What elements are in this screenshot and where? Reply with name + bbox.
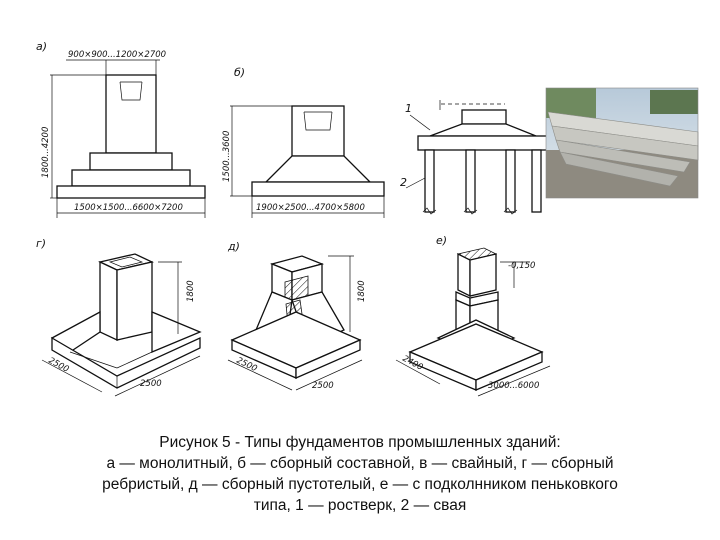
dim-g-front: 2500 (140, 379, 162, 389)
caption-line-2: а — монолитный, б — сборный составной, в… (106, 455, 614, 472)
panel-g-ribbed-foundation: г) 1800 2500 2500 (36, 237, 202, 397)
caption-title: Рисунок 5 - Типы фундаментов промышленны… (159, 434, 561, 451)
dim-a-top: 900×900...1200×2700 (68, 50, 166, 60)
caption-line-4: типа, 1 — ростверк, 2 — свая (253, 497, 467, 514)
foundation-types-drawing: а) 900×900...1200×2700 1800...4200 1500×… (36, 40, 699, 397)
photo-precast-piles (545, 87, 699, 199)
panel-a-monolithic-foundation: а) 900×900...1200×2700 1800...4200 1500×… (36, 40, 206, 218)
panel-label-d: д) (227, 240, 240, 253)
dim-d-front: 2500 (312, 381, 334, 391)
dim-g-height: 1800 (186, 280, 196, 302)
panel-label-b: б) (234, 66, 245, 79)
dim-e-front: 3000...6000 (488, 381, 539, 391)
panel-d-hollow-foundation: д) 1800 2500 2500 (227, 240, 367, 391)
callout-2: 2 (400, 176, 407, 189)
dim-d-height: 1800 (357, 280, 367, 302)
panel-label-g: г) (36, 237, 46, 250)
dim-b-height: 1500...3600 (222, 131, 232, 182)
panel-e-socket-foundation: е) -0,150 2400 3000...6000 (395, 234, 551, 397)
panel-b-precast-composite-foundation: б) 1500...3600 1900×2500...4700×5800 (222, 66, 385, 218)
callout-1: 1 (405, 102, 412, 115)
dim-e-level: -0,150 (508, 261, 535, 271)
dim-a-height: 1800...4200 (41, 127, 51, 178)
figure-caption: Рисунок 5 - Типы фундаментов промышленны… (20, 432, 700, 516)
dim-a-bottom: 1500×1500...6600×7200 (74, 203, 183, 213)
panel-label-e: е) (436, 234, 447, 247)
dim-b-bottom: 1900×2500...4700×5800 (256, 203, 365, 213)
caption-line-3: ребристый, д — сборный пустотелый, е — с… (102, 476, 618, 493)
panel-label-a: а) (36, 40, 47, 53)
panel-v-pile-foundation: 1 2 (400, 100, 549, 215)
